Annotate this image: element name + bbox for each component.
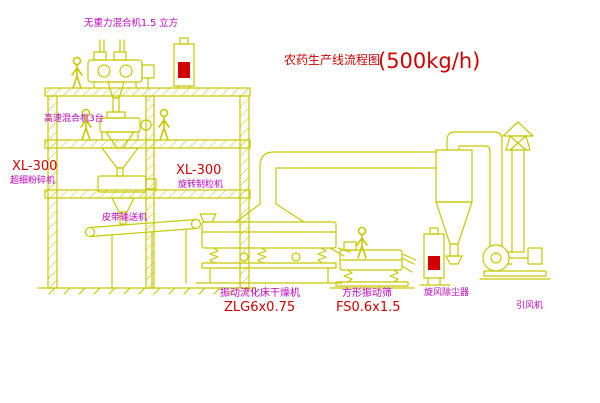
drop-pipe	[119, 211, 127, 225]
label-pulverizer: 超细粉碎机	[10, 174, 55, 186]
feed-inlet	[113, 51, 127, 61]
hopper-cone	[101, 147, 139, 169]
mixer-motor	[140, 119, 152, 131]
cabinet-body	[173, 43, 195, 87]
conveyor-legs	[111, 228, 187, 289]
person-icon	[71, 56, 83, 89]
stack-walls	[511, 149, 525, 253]
screen-inlet	[343, 241, 357, 251]
dryer-spring	[317, 247, 327, 264]
label-belt-conveyor: 皮带输送机	[102, 211, 147, 223]
screen-base	[335, 281, 409, 287]
mixer-legs	[101, 131, 139, 141]
cabinet-legs	[177, 85, 191, 89]
vibration-motor	[239, 252, 249, 262]
rotary-granulator	[97, 175, 157, 225]
control-cabinet-bottom	[419, 227, 451, 286]
label-pulverizer-model: XL-300	[12, 159, 57, 174]
label-top-mixer: 无重力混合机1.5 立方	[84, 17, 178, 29]
label-high-speed-mixer: 高速混合机3台	[44, 112, 104, 124]
fan-housing	[482, 244, 510, 272]
stack-cap-roof	[502, 121, 534, 137]
label-fan: 引风机	[516, 299, 543, 311]
dryer-spring	[257, 247, 267, 264]
pipe-inner-wall	[458, 145, 491, 247]
exhaust-duct	[235, 151, 437, 223]
v-hopper	[101, 147, 139, 177]
induced-draft-fan	[479, 244, 551, 280]
exhaust-stack	[502, 121, 534, 253]
stack-cap-brace	[509, 135, 527, 151]
fan-base	[483, 270, 547, 277]
cyclone-separator	[435, 149, 473, 265]
duct-inner-wall	[275, 167, 437, 223]
conveyor-pulley	[84, 226, 96, 238]
mixer-body	[87, 59, 143, 83]
cyclone-cone	[435, 201, 473, 245]
screen-spring	[343, 269, 353, 283]
mixer-shaft	[119, 64, 133, 78]
label-screen: 方形振动筛	[342, 286, 392, 299]
label-cyclone: 旋风除尘器	[424, 286, 469, 298]
cabinet-indicator-red	[428, 256, 440, 270]
column-middle	[145, 95, 155, 289]
ground-hatch	[48, 287, 251, 295]
screen-spring	[389, 269, 399, 283]
drop-pipe	[112, 97, 120, 113]
belt-conveyor	[84, 218, 202, 289]
label-dryer-model: ZLG6x0.75	[224, 300, 295, 315]
person-icon	[356, 226, 368, 259]
dryer-body	[201, 221, 337, 249]
label-screen-model: FS0.6x1.5	[336, 300, 401, 315]
drop-pipe	[116, 167, 124, 177]
fan-motor	[527, 247, 543, 265]
cabinet-legs	[427, 277, 441, 286]
diagram-capacity: (500kg/h)	[378, 49, 480, 73]
dryer-legs	[209, 267, 329, 284]
dryer-base-frame	[201, 262, 337, 269]
mixer-body	[99, 117, 141, 133]
cabinet-vent	[179, 37, 189, 45]
label-granulator-model: XL-300	[176, 163, 221, 178]
duct-outer-wall	[235, 151, 437, 223]
screen-discharge-chutes	[401, 253, 417, 273]
person-icon	[158, 108, 170, 141]
floor-beam-top	[44, 87, 251, 97]
zero-gravity-mixer	[87, 39, 155, 113]
pipe-outer-wall	[446, 131, 503, 247]
dryer-spring	[209, 247, 219, 264]
conveyor-pulley	[190, 218, 202, 230]
cyclone-discharge-valve	[445, 255, 463, 265]
mixer-motor	[141, 64, 155, 79]
cabinet-body	[423, 233, 445, 279]
cabinet-indicator-red	[178, 62, 190, 78]
dryer-inlet	[199, 213, 217, 223]
label-dryer: 振动流化床干燥机	[220, 286, 300, 299]
cyclone-dipleg	[449, 243, 459, 257]
vibration-motor	[291, 252, 301, 262]
fan-hub	[490, 252, 502, 264]
control-cabinet-top	[173, 37, 195, 89]
mixer-inlet	[106, 111, 126, 119]
fluid-bed-dryer	[195, 213, 351, 284]
building-frame	[37, 87, 257, 295]
mixer-legs	[93, 77, 149, 89]
fan-outlet-connector	[507, 251, 513, 265]
cabinet-vent	[429, 227, 439, 235]
label-granulator: 旋转制粒机	[178, 178, 223, 190]
conveyor-belt	[89, 218, 197, 238]
cyclone-barrel	[435, 149, 473, 203]
diagram-title: 农药生产线流程图	[284, 52, 380, 67]
cyclone-outlet-pipe	[446, 131, 503, 247]
feed-inlet	[93, 51, 107, 61]
feed-pipes	[99, 39, 125, 53]
vibrating-screen	[329, 241, 417, 289]
mixer-shaft	[97, 64, 111, 78]
granulator-motor	[145, 178, 157, 190]
discharge-cone	[111, 197, 135, 213]
column-left	[47, 95, 58, 289]
